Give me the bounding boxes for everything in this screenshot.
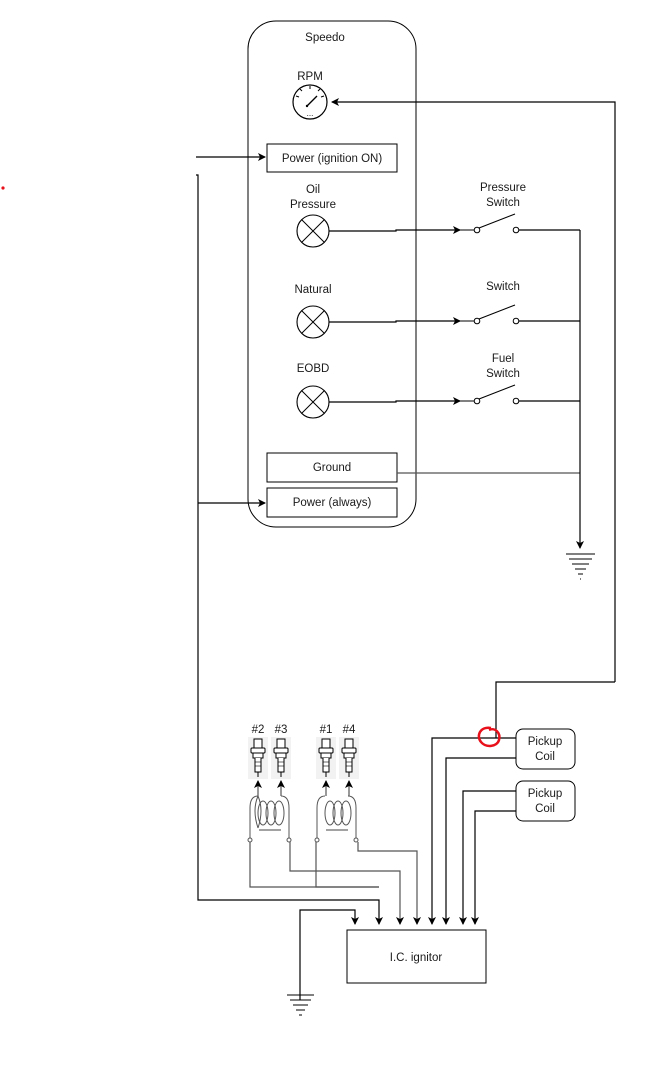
plug-2-label: #2 (252, 724, 265, 736)
oil-wire (329, 226, 461, 234)
annotation-dot (1, 186, 5, 190)
pickup-coil-1-line1: Pickup (528, 736, 563, 748)
switch-icon (460, 304, 520, 325)
rpm-signal-wire (331, 98, 616, 682)
speedo-title: Speedo (305, 32, 345, 44)
ignition-coil-a-icon (247, 794, 292, 843)
ground-symbol-icon (566, 553, 595, 580)
ignition-coil-b-icon (314, 795, 359, 843)
natural-wire (329, 317, 461, 325)
annotation-circle (477, 726, 501, 748)
plug-1-label: #1 (320, 724, 333, 736)
pickup-coil-1 (515, 728, 576, 770)
spark-plug-icon (271, 737, 291, 779)
pickup-2-lead-b (471, 810, 516, 925)
pickup-coil-2-line2: Coil (535, 803, 555, 815)
eobd-wire (329, 397, 461, 405)
natural-lamp-icon (296, 305, 330, 339)
pickup-coil-2-line1: Pickup (528, 788, 563, 800)
ignitor-ground-symbol-icon (287, 994, 314, 1016)
natural-label: Natural (294, 284, 331, 296)
switch-label: Switch (486, 281, 520, 293)
power-always-label: Power (always) (293, 497, 372, 509)
plug-3-label: #3 (275, 724, 288, 736)
spark-plug-group-a: #2 #3 #1 #4 (252, 724, 356, 736)
coil-b-lead-1 (315, 842, 379, 888)
ground-label: Ground (313, 462, 351, 474)
plug-4-label: #4 (343, 724, 356, 736)
pickup-1-lead-a (428, 737, 516, 925)
coil-a-lead-1 (249, 842, 379, 888)
rpm-label: RPM (297, 71, 323, 83)
speedo-panel (247, 20, 417, 528)
spark-plugs (248, 737, 359, 779)
ignitor-power-wire (196, 174, 383, 925)
pressure-switch-label-1: Pressure (480, 182, 526, 194)
oil-label-2: Pressure (290, 199, 336, 211)
fuel-switch-label-1: Fuel (492, 353, 514, 365)
spark-plug-icon (316, 737, 336, 779)
power-ignition-connector (266, 143, 398, 173)
eobd-label: EOBD (297, 363, 330, 375)
coil-a-lead-2 (289, 842, 404, 925)
eobd-lamp-icon (296, 385, 330, 419)
pickup-2-lead-a (459, 790, 516, 925)
spark-plug-icon (248, 737, 268, 779)
ignitor-label: I.C. ignitor (390, 952, 443, 964)
spark-plug-icon (339, 737, 359, 779)
fuel-switch-icon (460, 384, 520, 405)
pickup-coil-1-line2: Coil (535, 751, 555, 763)
rpm-tap-wire (495, 681, 615, 738)
ic-ignitor (346, 929, 487, 984)
power-ignition-label: Power (ignition ON) (282, 153, 383, 165)
tachometer-icon: ... (292, 84, 328, 120)
oil-label-1: Oil (306, 184, 320, 196)
pressure-switch-icon (460, 213, 520, 234)
pickup-1-lead-b (442, 757, 516, 925)
pickup-coil-2 (515, 780, 576, 822)
pressure-switch-label-2: Switch (486, 197, 520, 209)
oil-pressure-lamp-icon (296, 214, 330, 248)
ignitor-ground-wire (299, 909, 359, 1000)
svg-text:...: ... (307, 109, 314, 118)
fuel-switch-label-2: Switch (486, 368, 520, 380)
coil-b-lead-2 (357, 842, 421, 925)
power-always-connector (266, 487, 398, 518)
ground-connector (266, 452, 398, 483)
